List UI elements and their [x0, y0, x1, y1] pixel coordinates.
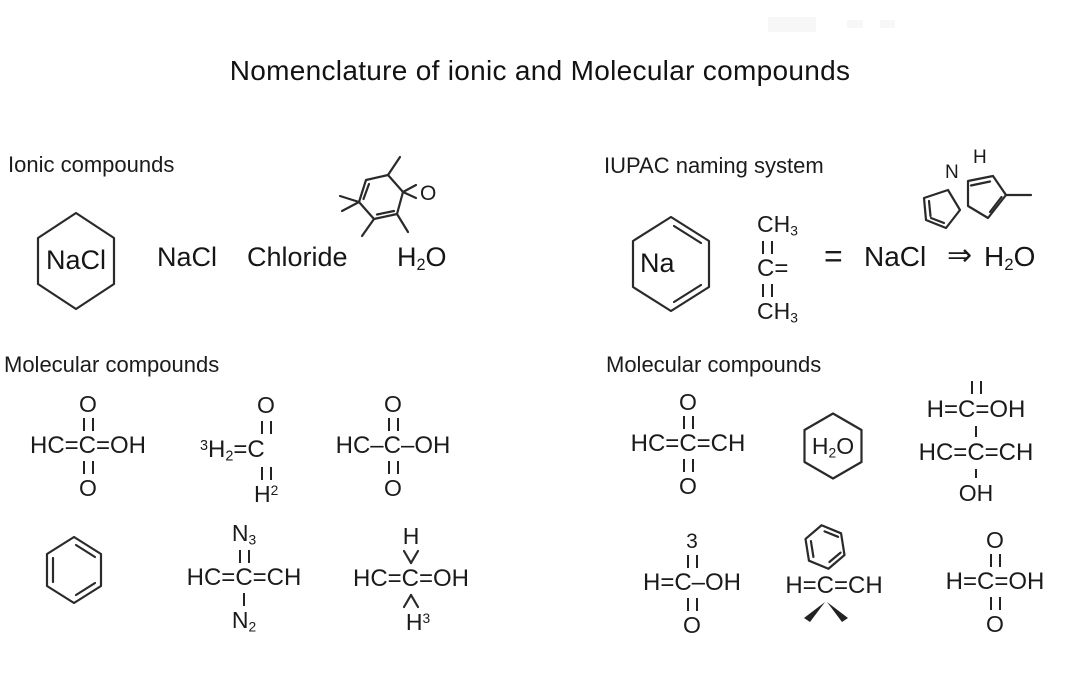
- v-wedge-bond-icon: [400, 549, 422, 565]
- structure-r6: O H=C=OH O: [938, 528, 1052, 637]
- structure-l5: N3 HC=C=CH N2: [183, 521, 305, 635]
- n2-bottom-label: N2: [231, 606, 257, 635]
- result-nacl: NaCl: [864, 241, 927, 272]
- double-bond: [387, 461, 399, 475]
- hexagon-outline-icon: [801, 412, 865, 480]
- atom-o-top: O: [79, 391, 97, 417]
- na-hexagon-label: Na: [640, 248, 675, 278]
- formula-row: H=C=CH: [785, 572, 883, 599]
- atom-h-top: H: [402, 523, 420, 549]
- faint-artifact: [768, 17, 816, 32]
- hexagon-outline-icon: [33, 211, 119, 311]
- iupac-heading: IUPAC naming system: [604, 153, 824, 178]
- structure-dimethyl-column: CH3 C= CH3: [757, 212, 827, 326]
- h2o-hexagon-label: H2O: [811, 433, 855, 461]
- double-bond: [682, 416, 694, 430]
- h2o-hexagon: H2O: [801, 412, 865, 480]
- structure-r1: O HC=C=CH O: [626, 390, 750, 499]
- atom-o-bottom: O: [79, 475, 97, 502]
- benzene-ring-icon: [43, 535, 105, 605]
- oh-bottom-label: OH: [958, 479, 994, 506]
- atom-o-bottom: O: [683, 612, 701, 639]
- double-bond: [970, 381, 982, 394]
- faint-artifact: [880, 20, 895, 28]
- atom-h-bottom: H2: [254, 481, 279, 507]
- formula-row: 3H2=C: [200, 436, 265, 465]
- molecular-left-heading: Molecular compounds: [4, 352, 220, 377]
- n3-top-label: N3: [231, 520, 257, 548]
- double-bond: [82, 461, 94, 475]
- atom-o-top: O: [384, 391, 402, 417]
- na-hexagon: Na: [628, 215, 714, 313]
- structure-r4: 3 H=C–OH O: [641, 530, 743, 639]
- ionic-heading: Ionic compounds: [8, 152, 175, 177]
- formula-row: HC–C–OH: [335, 432, 451, 460]
- nitrogen-label: N: [945, 162, 959, 183]
- formula-row: HC=C=OH: [352, 565, 470, 593]
- nacl-hexagon-label: NaCl: [45, 245, 106, 275]
- atom-o-top: O: [679, 389, 697, 415]
- double-bond: [686, 598, 698, 612]
- hexagon-doublebond-icon: [628, 215, 714, 313]
- single-bond: [974, 425, 978, 437]
- atom-o-top: O: [257, 392, 275, 418]
- equals-sign: =: [824, 238, 843, 274]
- double-bond: [238, 550, 250, 564]
- formula-row: HC=C=CH: [186, 564, 302, 592]
- double-bond: [682, 459, 694, 473]
- double-bond: [989, 554, 1001, 568]
- double-bond: [387, 418, 399, 432]
- ch3-bottom-label: CH3: [757, 297, 798, 326]
- double-bond: [686, 555, 698, 569]
- molecular-right-heading: Molecular compounds: [606, 352, 822, 377]
- single-bond: [974, 468, 978, 478]
- formula-row: H=C=OH: [945, 568, 1045, 596]
- hydrogen-label: H: [973, 147, 987, 168]
- formula-row-top: H=C=OH: [926, 396, 1026, 423]
- faint-artifact: [847, 20, 863, 28]
- result-h2o: H2O: [984, 241, 1036, 275]
- atom-o-bottom: O: [679, 473, 697, 500]
- inverted-wedge-bond-icon: [400, 593, 422, 609]
- atom-o-bottom: O: [384, 475, 402, 502]
- c-mid-label: C=: [757, 255, 789, 283]
- structure-l2: O 3H2=C H2: [200, 392, 310, 507]
- double-bond: [261, 421, 272, 434]
- formula-h2o: H2O: [397, 242, 447, 275]
- formula-row: HC=C=OH: [29, 432, 147, 460]
- implies-arrow: ⇒: [947, 239, 973, 272]
- h3-bottom-label: H3: [405, 609, 431, 636]
- ch3-top-label: CH3: [757, 211, 798, 239]
- formula-nacl: NaCl: [157, 242, 218, 272]
- wedge-bonds-icon: [804, 601, 848, 622]
- methylated-ring-sketch-icon: O: [330, 148, 436, 253]
- double-bond: [82, 418, 94, 432]
- oxygen-label: O: [420, 182, 436, 205]
- structure-r3: H=C=OH HC=C=CH OH: [912, 380, 1040, 505]
- mini-benzene-ring-icon: [803, 523, 847, 571]
- double-bond: [989, 597, 1001, 611]
- formula-row-bottom: HC=C=CH: [918, 438, 1034, 466]
- formula-row: H=C–OH: [642, 569, 742, 597]
- three-top-label: 3: [686, 530, 698, 553]
- structure-l1: O HC=C=OH O: [26, 392, 150, 501]
- formula-chloride: Chloride: [247, 242, 348, 272]
- single-bond: [242, 592, 246, 606]
- atom-o-bottom: O: [986, 611, 1004, 638]
- double-bond: [762, 283, 773, 297]
- formula-row: HC=C=CH: [630, 430, 746, 458]
- atom-o-top: O: [986, 527, 1004, 553]
- structure-l3: O HC–C–OH O: [327, 392, 459, 501]
- nacl-hexagon: NaCl: [33, 211, 119, 311]
- double-bond: [261, 467, 272, 480]
- structure-r5: H=C=CH: [785, 523, 883, 623]
- pyrrole-rings-sketch-icon: N H: [903, 147, 1048, 238]
- page-title: Nomenclature of ionic and Molecular comp…: [229, 55, 851, 86]
- structure-l6: H HC=C=OH H3: [345, 524, 477, 635]
- double-bond: [762, 241, 773, 255]
